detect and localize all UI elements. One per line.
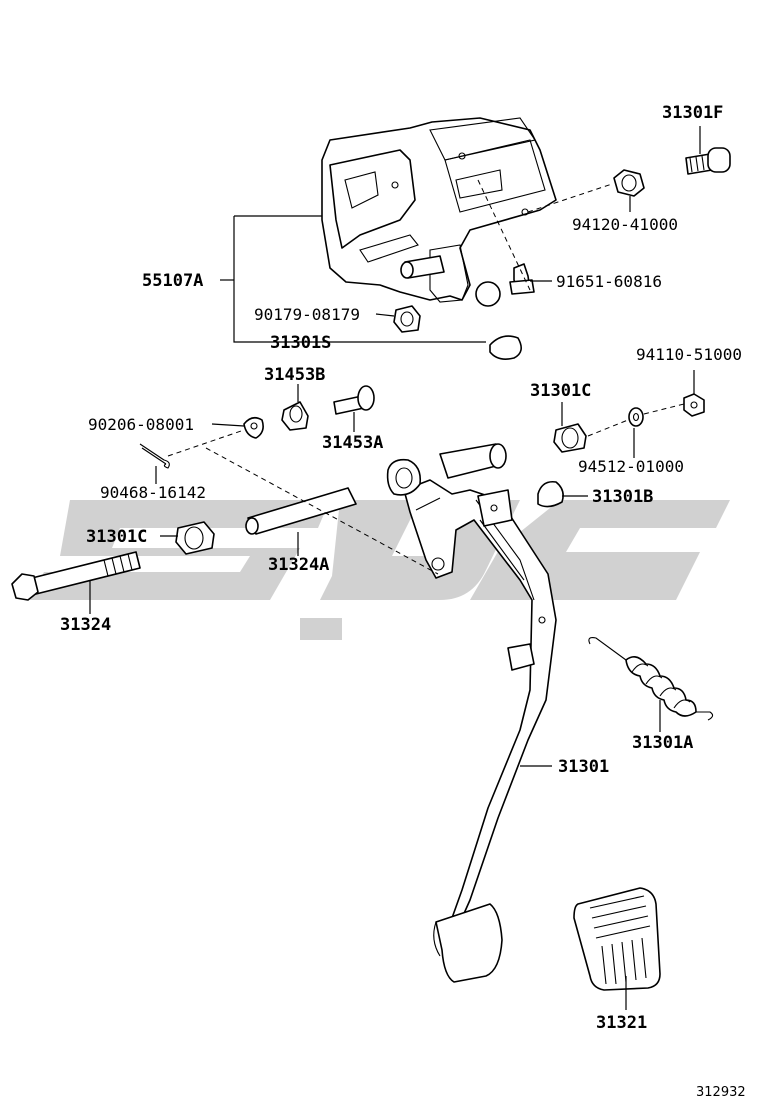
shaft-31324A [245,487,357,535]
pedal-bracket-55107A [321,117,557,307]
assembly-dashed-lines [167,179,685,575]
label-31324: 31324 [60,615,111,635]
label-31301C-left: 31301C [86,527,147,547]
nut-94110-51000 [683,393,705,417]
label-31301A: 31301A [632,733,693,753]
label-31453B: 31453B [264,365,325,385]
label-31301: 31301 [558,757,609,777]
label-31324A: 31324A [268,555,329,575]
bushing-31301C-right [553,423,587,453]
spring-31301A [588,637,714,721]
label-90179-08179: 90179-08179 [254,305,360,324]
label-94512-01000: 94512-01000 [578,457,684,476]
label-90468-16142: 90468-16142 [100,483,206,502]
bolt-31301F [685,147,731,175]
label-31301C-right: 31301C [530,381,591,401]
bolt-91651-60816 [509,263,535,295]
label-94120-41000: 94120-41000 [572,215,678,234]
label-31301F: 31301F [662,103,723,123]
label-94110-51000: 94110-51000 [636,345,742,364]
diagram-reference-number: 312932 [696,1085,746,1100]
pedal-pad-31321 [573,887,661,991]
nut-94120-41000 [613,169,645,197]
leader-lines [89,126,701,1010]
label-31321: 31321 [596,1013,647,1033]
pin-31453A [333,385,375,415]
pin-90468-16142 [139,443,170,469]
label-90206-08001: 90206-08001 [88,415,194,434]
label-31301S: 31301S [270,333,331,353]
cushion-31301B [537,480,564,508]
bushing-31453B [281,401,309,431]
label-55107A: 55107A [142,271,203,291]
washer-94512-01000 [628,407,644,427]
stopper-31301S [489,335,522,360]
bushing-31301C-left [175,521,215,555]
label-91651-60816: 91651-60816 [556,272,662,291]
collar-90179-08179 [393,305,421,333]
bolt-31324 [11,551,141,601]
label-31301B: 31301B [592,487,653,507]
clip-90206-08001 [243,416,264,439]
pedal-arm-31301 [386,443,557,983]
label-31453A: 31453A [322,433,383,453]
